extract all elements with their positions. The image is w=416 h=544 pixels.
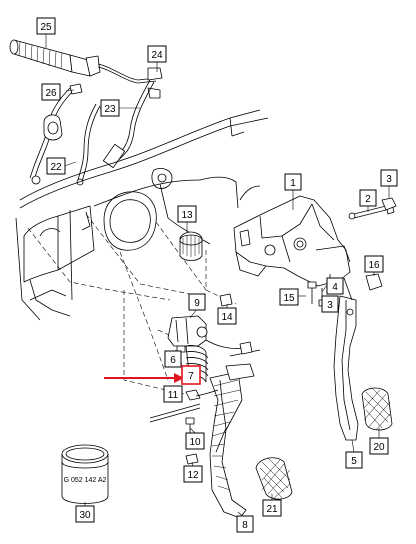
- clutch-line-assembly: [9, 39, 163, 186]
- svg-text:11: 11: [168, 390, 179, 401]
- pedal-bracket: [233, 195, 351, 287]
- svg-text:24: 24: [151, 50, 163, 61]
- corrugated-hose: [9, 39, 101, 77]
- nut-16: [365, 273, 383, 291]
- pedal-pad-20: [361, 387, 393, 431]
- callout-5: 5: [345, 451, 363, 469]
- pad-crosshatch: [259, 457, 291, 499]
- pedal-lattice: [211, 379, 241, 491]
- callout-9: 9: [188, 293, 206, 311]
- callout-30: 30: [75, 505, 95, 523]
- callout-10: 10: [185, 432, 205, 450]
- brake-pedal: [333, 277, 359, 441]
- callout-21: 21: [262, 499, 282, 517]
- callout-23: 23: [100, 99, 120, 117]
- pedal-pad-21: [255, 457, 293, 500]
- callout-12: 12: [183, 465, 203, 483]
- callout-7: 7: [181, 365, 201, 385]
- svg-text:4: 4: [332, 282, 338, 293]
- svg-text:9: 9: [194, 298, 200, 309]
- svg-text:25: 25: [40, 22, 52, 33]
- bushing-13: [179, 231, 203, 261]
- svg-text:26: 26: [45, 88, 57, 99]
- callout-24: 24: [147, 45, 167, 63]
- callout-3-bottom: 3: [321, 295, 339, 313]
- svg-text:20: 20: [373, 442, 385, 453]
- clutch-switch-9: [167, 315, 253, 355]
- svg-text:8: 8: [242, 520, 248, 531]
- svg-text:7: 7: [188, 371, 194, 382]
- nut-14: [219, 293, 233, 307]
- svg-text:3: 3: [386, 174, 392, 185]
- sleeve-part-number: G 052 142 A2: [64, 477, 107, 484]
- rod-11: [149, 389, 219, 423]
- callout-3-top: 3: [380, 169, 398, 187]
- svg-text:23: 23: [104, 104, 116, 115]
- callout-6: 6: [164, 350, 182, 368]
- callout-15: 15: [279, 288, 299, 306]
- nut-3-top: [381, 197, 397, 211]
- svg-text:1: 1: [290, 178, 296, 189]
- svg-text:6: 6: [170, 355, 176, 366]
- clutch-pedal: [209, 349, 261, 519]
- svg-text:22: 22: [50, 162, 62, 173]
- svg-text:15: 15: [283, 293, 295, 304]
- callout-8: 8: [236, 515, 254, 533]
- svg-text:2: 2: [365, 194, 371, 205]
- svg-text:12: 12: [187, 470, 199, 481]
- highlight-arrow: [104, 373, 184, 383]
- bulkhead-structure: [15, 109, 269, 391]
- callout-14: 14: [217, 307, 237, 325]
- svg-text:3: 3: [327, 300, 333, 311]
- svg-text:14: 14: [221, 312, 233, 323]
- callout-4: 4: [326, 277, 344, 295]
- callout-25: 25: [36, 17, 56, 35]
- callout-1: 1: [284, 173, 302, 191]
- svg-text:13: 13: [181, 210, 193, 221]
- svg-text:30: 30: [79, 510, 91, 521]
- callout-16: 16: [364, 255, 384, 273]
- svg-text:16: 16: [368, 260, 380, 271]
- callout-11: 11: [163, 385, 183, 403]
- callout-2: 2: [359, 189, 377, 207]
- svg-text:5: 5: [351, 456, 357, 467]
- sleeve-30: G 052 142 A2: [61, 444, 109, 504]
- callout-20: 20: [369, 437, 389, 455]
- callout-13: 13: [177, 205, 197, 223]
- clip-12: [185, 453, 199, 465]
- callout-22: 22: [46, 157, 66, 175]
- svg-text:10: 10: [189, 437, 201, 448]
- svg-text:21: 21: [266, 504, 278, 515]
- callout-26: 26: [41, 83, 61, 101]
